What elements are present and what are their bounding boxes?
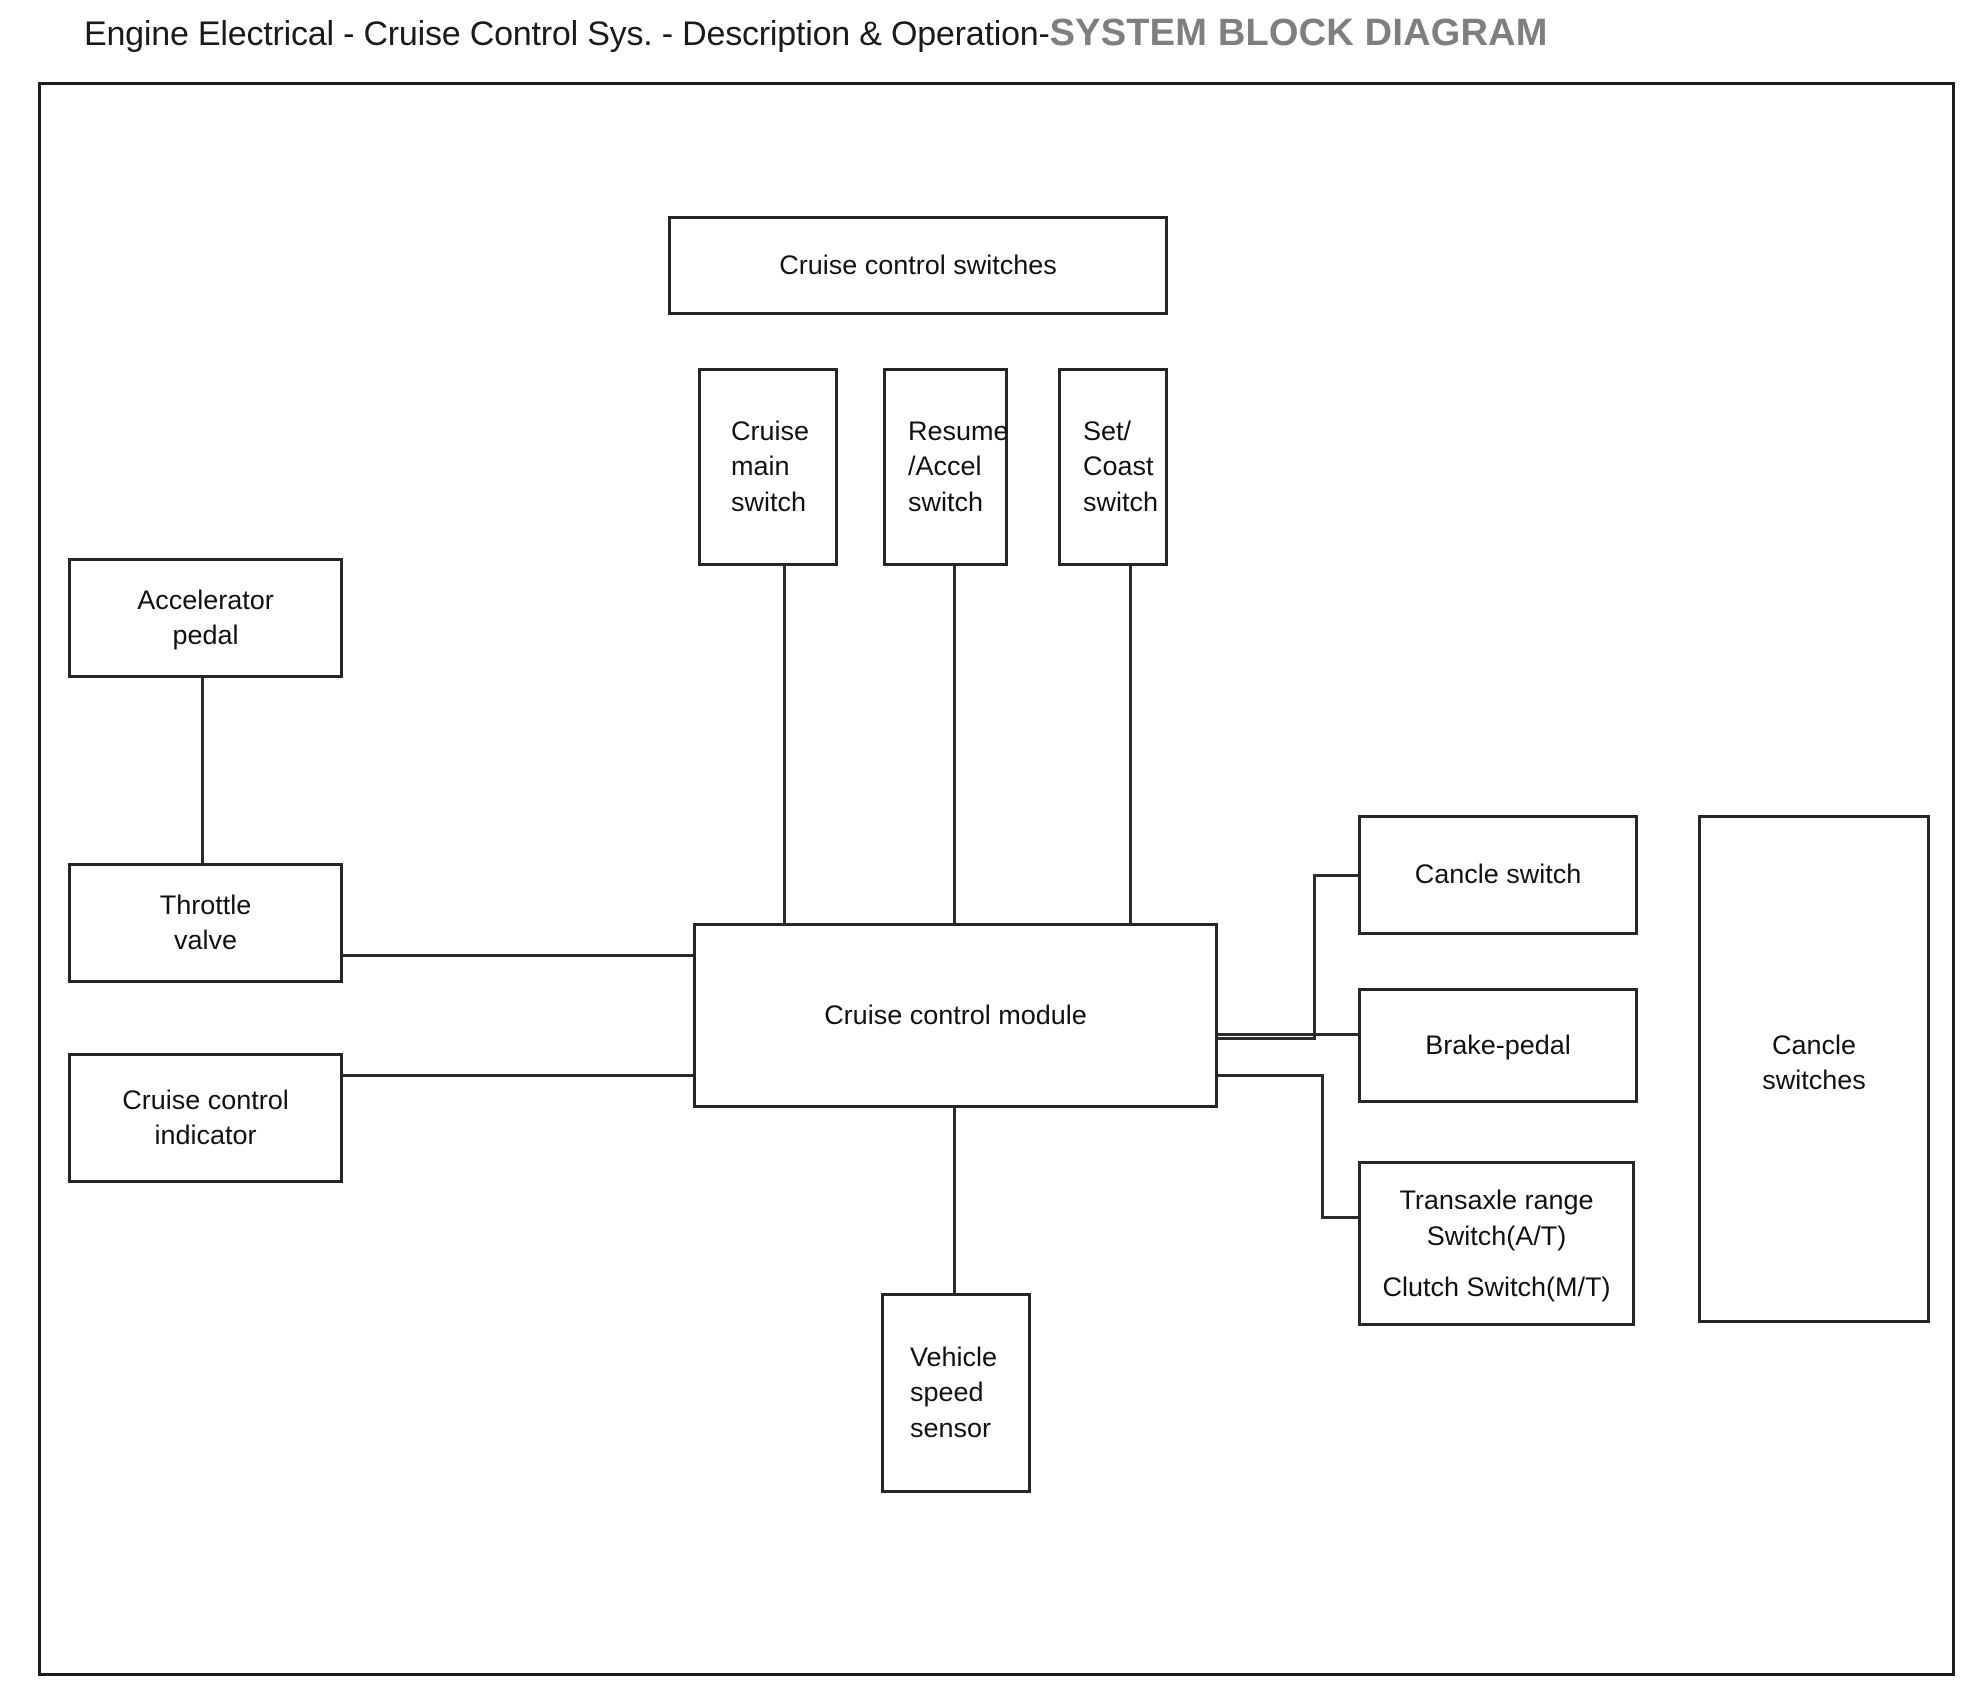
block-vehicle-speed-sensor-line2: speed: [910, 1377, 984, 1408]
wire-module-to-cancle-switch-seg3: [1313, 874, 1361, 877]
page-title-emphasis: SYSTEM BLOCK DIAGRAM: [1049, 12, 1548, 54]
block-cruise-control-module-label: Cruise control module: [824, 999, 1087, 1030]
wire-accelerator-pedal-to-throttle-valve: [201, 678, 204, 866]
block-cancle-switches-group-line1: Cancle: [1771, 1029, 1857, 1060]
block-accelerator-pedal-line2: pedal: [172, 620, 239, 650]
block-cruise-main-switch-line2: main: [731, 451, 790, 482]
block-brake-pedal-label: Brake-pedal: [1425, 1029, 1571, 1060]
block-resume-accel-switch-line3: switch: [908, 486, 984, 517]
block-throttle-valve-line2: valve: [173, 925, 238, 955]
wire-module-to-cancle-switch-seg1: [1218, 1037, 1316, 1040]
wire-module-to-transaxle-seg3: [1321, 1216, 1361, 1219]
block-vehicle-speed-sensor-line1: Vehicle: [910, 1342, 998, 1373]
block-cruise-main-switch-line1: Cruise: [731, 416, 810, 447]
block-vehicle-speed-sensor-line3: sensor: [910, 1412, 992, 1443]
wire-cruise-main-switch-to-module: [783, 566, 786, 925]
wire-resume-accel-switch-to-module: [953, 566, 956, 925]
page-title-breadcrumb: Engine Electrical - Cruise Control Sys. …: [84, 15, 1050, 53]
block-resume-accel-switch-line2: /Accel: [908, 451, 982, 482]
block-cruise-control-switches-label: Cruise control switches: [779, 249, 1057, 280]
page-title: Engine Electrical - Cruise Control Sys. …: [84, 14, 1548, 52]
block-cruise-control-indicator-line1: Cruise control: [122, 1084, 289, 1115]
block-transaxle-range-switch-line2: Switch(A/T): [1426, 1221, 1567, 1252]
block-throttle-valve[interactable]: Throttle valve: [68, 863, 343, 983]
block-accelerator-pedal[interactable]: Accelerator pedal: [68, 558, 343, 678]
block-cancle-switches-group-line2: switches: [1762, 1065, 1866, 1095]
block-cruise-control-module[interactable]: Cruise control module: [693, 923, 1218, 1108]
wire-throttle-valve-to-module: [341, 954, 694, 957]
block-resume-accel-switch-line1: Resume: [908, 416, 1009, 447]
block-cruise-main-switch-line3: switch: [731, 486, 807, 517]
wire-module-to-brake-pedal: [1218, 1033, 1361, 1036]
wire-module-to-vehicle-speed-sensor: [953, 1108, 956, 1296]
block-cruise-control-indicator[interactable]: Cruise control indicator: [68, 1053, 343, 1183]
block-accelerator-pedal-line1: Accelerator: [137, 584, 274, 615]
wire-set-coast-switch-to-module: [1129, 566, 1132, 925]
block-throttle-valve-line1: Throttle: [159, 889, 252, 920]
diagram-frame: Cruise control switches Cruise main swit…: [38, 82, 1955, 1676]
block-cancle-switches-group[interactable]: Cancle switches: [1698, 815, 1930, 1323]
wire-module-to-transaxle-seg2: [1321, 1074, 1324, 1219]
block-transaxle-range-switch-line1: Transaxle range: [1399, 1184, 1594, 1215]
block-cancle-switch-label: Cancle switch: [1414, 859, 1582, 890]
wire-module-to-cancle-switch-seg2: [1313, 874, 1316, 1040]
block-transaxle-range-switch-line3: Clutch Switch(M/T): [1382, 1271, 1611, 1302]
block-set-coast-switch-line1: Set/: [1083, 416, 1132, 447]
block-brake-pedal[interactable]: Brake-pedal: [1358, 988, 1638, 1103]
block-cruise-control-switches[interactable]: Cruise control switches: [668, 216, 1168, 315]
wire-cruise-control-indicator-to-module: [341, 1074, 694, 1077]
block-cruise-control-indicator-line2: indicator: [154, 1120, 257, 1150]
block-vehicle-speed-sensor[interactable]: Vehicle speed sensor: [881, 1293, 1031, 1493]
block-resume-accel-switch[interactable]: Resume /Accel switch: [883, 368, 1009, 566]
block-set-coast-switch-line3: switch: [1083, 486, 1159, 517]
block-cancle-switch[interactable]: Cancle switch: [1358, 815, 1638, 935]
block-set-coast-switch-line2: Coast: [1083, 451, 1154, 482]
wire-module-to-transaxle-seg1: [1218, 1074, 1324, 1077]
block-cruise-main-switch[interactable]: Cruise main switch: [698, 368, 838, 566]
transaxle-line-spacer: [1361, 1255, 1632, 1269]
block-set-coast-switch[interactable]: Set/ Coast switch: [1058, 368, 1168, 566]
block-transaxle-range-switch[interactable]: Transaxle range Switch(A/T) Clutch Switc…: [1358, 1161, 1635, 1326]
